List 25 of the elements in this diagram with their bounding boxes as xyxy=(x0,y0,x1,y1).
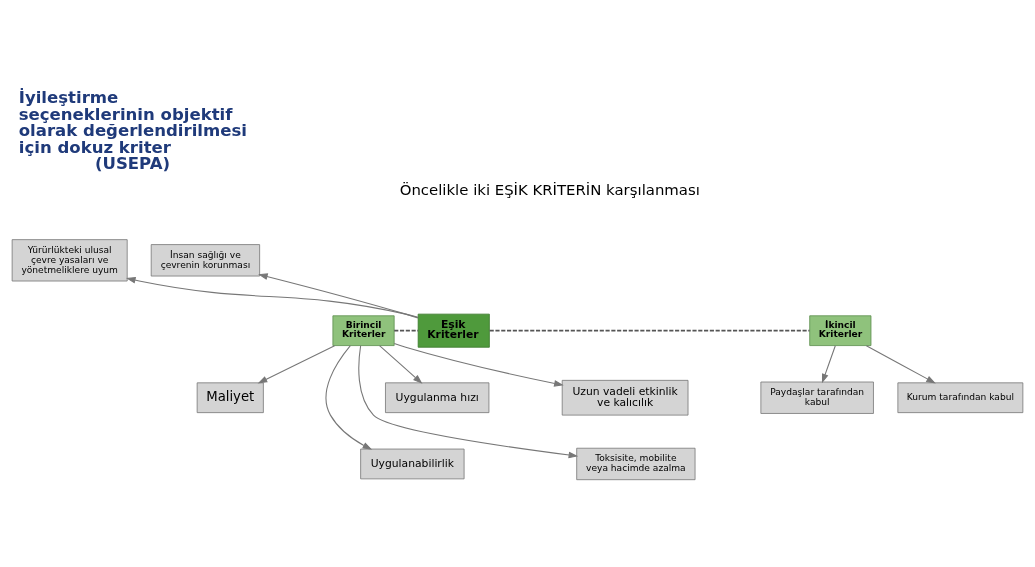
arrow xyxy=(821,345,836,384)
node-box: Eşik Kriterler xyxy=(417,313,490,348)
node-box: Toksisite, mobilite veya hacimde azalma xyxy=(576,447,696,481)
node-box: Yürürlükteki ulusal çevre yasaları ve yönetmeliklere uyum xyxy=(11,239,128,282)
arrow xyxy=(393,342,564,387)
node-box: Uzun vadeli etkinlik ve kalıcılık xyxy=(561,379,689,416)
node-box: Kurum tarafından kabul xyxy=(897,382,1024,414)
node-box: Uygulanabilirlik xyxy=(360,448,465,480)
node-box: Uygulanma hızı xyxy=(385,382,490,414)
arrow xyxy=(125,276,419,318)
node-box: İnsan sağlığı ve çevrenin korunması xyxy=(150,244,261,277)
arrow xyxy=(378,345,423,384)
node-box: İkincil Kriterler xyxy=(809,315,872,346)
node-box: Birincil Kriterler xyxy=(332,315,395,346)
node-box: Maliyet xyxy=(196,382,264,414)
arrow xyxy=(257,345,336,384)
connector xyxy=(488,329,811,332)
arrow xyxy=(358,345,579,459)
diagram-title: İyileştirme seçeneklerinin objektif olarak değerlendirilmesi için dokuz kriter (USEPA) xyxy=(18,88,248,174)
connector xyxy=(393,329,419,332)
arrow xyxy=(258,273,419,319)
arrow xyxy=(865,345,936,384)
arrow xyxy=(325,345,373,450)
label: Öncelikle iki EŞİK KRİTERİN karşılanması xyxy=(399,181,700,200)
node-box: Paydaşlar tarafından kabul xyxy=(760,381,874,414)
